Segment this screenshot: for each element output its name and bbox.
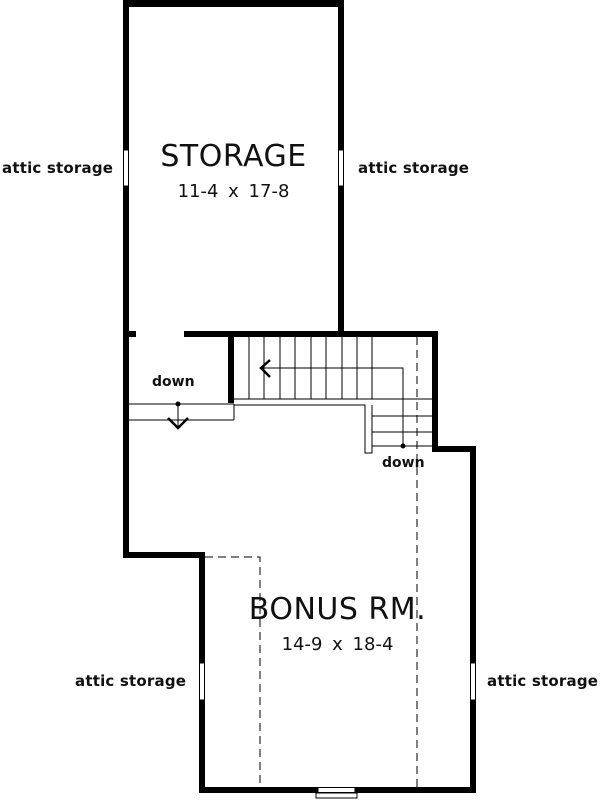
window-bonus-left — [199, 662, 205, 701]
stairs — [129, 337, 432, 454]
attic-storage-label: attic storage — [487, 672, 599, 690]
room-dimensions-bonus: 14-9 x 18-4 — [281, 634, 394, 655]
windows — [123, 149, 476, 799]
stair-down-label: down — [152, 374, 195, 390]
window-bonus-bottom — [317, 787, 356, 793]
window-bonus-right — [470, 662, 476, 701]
window-storage-left — [123, 149, 129, 187]
room-dimensions-storage: 11-4 x 17-8 — [177, 181, 290, 202]
window-storage-right — [338, 149, 344, 187]
attic-storage-label: attic storage — [2, 159, 114, 177]
room-name-storage: STORAGE — [160, 139, 307, 174]
stair-down-label: down — [382, 455, 425, 471]
attic-storage-label: attic storage — [75, 672, 187, 690]
room-name-bonus: BONUS RM. — [248, 592, 427, 627]
knee-wall-lines — [205, 337, 418, 787]
walls — [123, 0, 476, 793]
attic-storage-label: attic storage — [358, 159, 470, 177]
